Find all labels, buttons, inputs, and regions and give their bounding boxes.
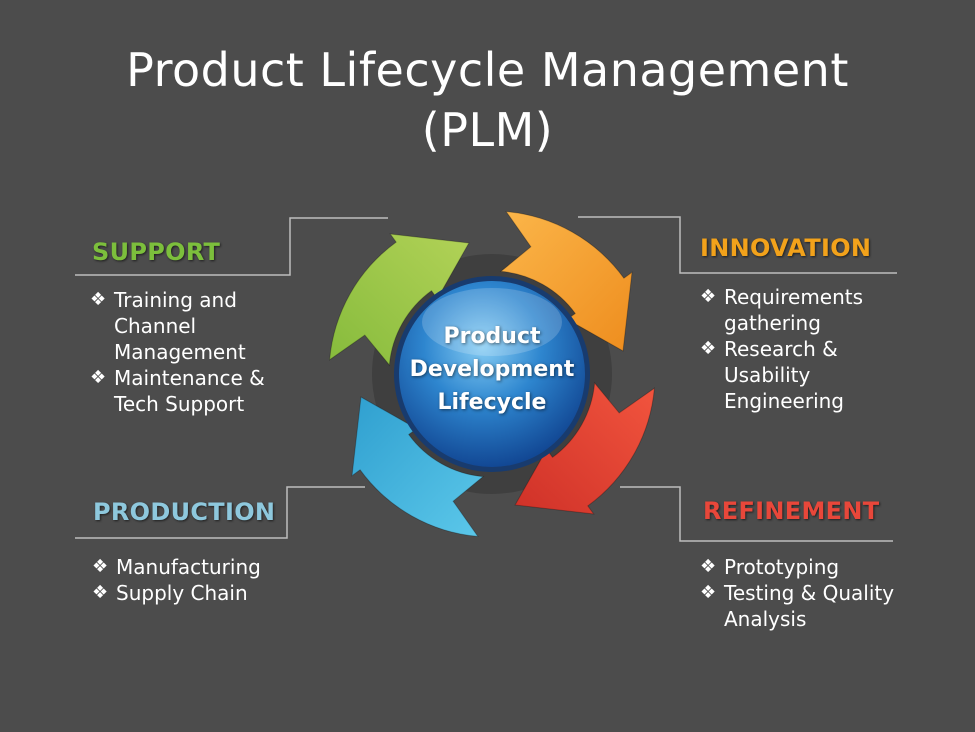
production-heading: PRODUCTION <box>93 498 275 526</box>
list-item: ❖ Manufacturing <box>92 554 312 580</box>
bullet-icon: ❖ <box>90 365 106 391</box>
production-list: ❖ Manufacturing ❖ Supply Chain <box>92 554 312 606</box>
support-heading: SUPPORT <box>92 238 220 266</box>
list-item: ❖ Requirements gathering <box>700 284 900 336</box>
bullet-icon: ❖ <box>700 580 716 606</box>
center-label-line-2: Development <box>398 353 586 386</box>
support-item-1: Training and Channel Management <box>114 288 246 364</box>
support-list: ❖ Training and Channel Management ❖ Mainte… <box>90 287 300 417</box>
support-item-2: Maintenance & Tech Support <box>114 366 265 416</box>
list-item: ❖ Research & Usability Engineering <box>700 336 900 414</box>
innovation-item-1: Requirements gathering <box>724 285 863 335</box>
production-item-1: Manufacturing <box>116 555 261 579</box>
bullet-icon: ❖ <box>92 554 108 580</box>
list-item: ❖ Training and Channel Management <box>90 287 300 365</box>
refinement-heading: REFINEMENT <box>703 497 879 525</box>
list-item: ❖ Maintenance & Tech Support <box>90 365 300 417</box>
center-label: Product Development Lifecycle <box>398 320 586 419</box>
refinement-item-2: Testing & Quality Analysis <box>724 581 894 631</box>
innovation-heading: INNOVATION <box>700 234 871 262</box>
list-item: ❖ Supply Chain <box>92 580 312 606</box>
innovation-list: ❖ Requirements gathering ❖ Research & Usab… <box>700 284 900 414</box>
center-label-line-1: Product <box>398 320 586 353</box>
bullet-icon: ❖ <box>92 580 108 606</box>
refinement-item-1: Prototyping <box>724 555 839 579</box>
list-item: ❖ Testing & Quality Analysis <box>700 580 920 632</box>
bullet-icon: ❖ <box>700 554 716 580</box>
bullet-icon: ❖ <box>700 284 716 310</box>
list-item: ❖ Prototyping <box>700 554 920 580</box>
center-label-line-3: Lifecycle <box>398 386 586 419</box>
production-item-2: Supply Chain <box>116 581 248 605</box>
refinement-list: ❖ Prototyping ❖ Testing & Quality Analysis <box>700 554 920 632</box>
innovation-item-2: Research & Usability Engineering <box>724 337 844 413</box>
bullet-icon: ❖ <box>700 336 716 362</box>
bullet-icon: ❖ <box>90 287 106 313</box>
